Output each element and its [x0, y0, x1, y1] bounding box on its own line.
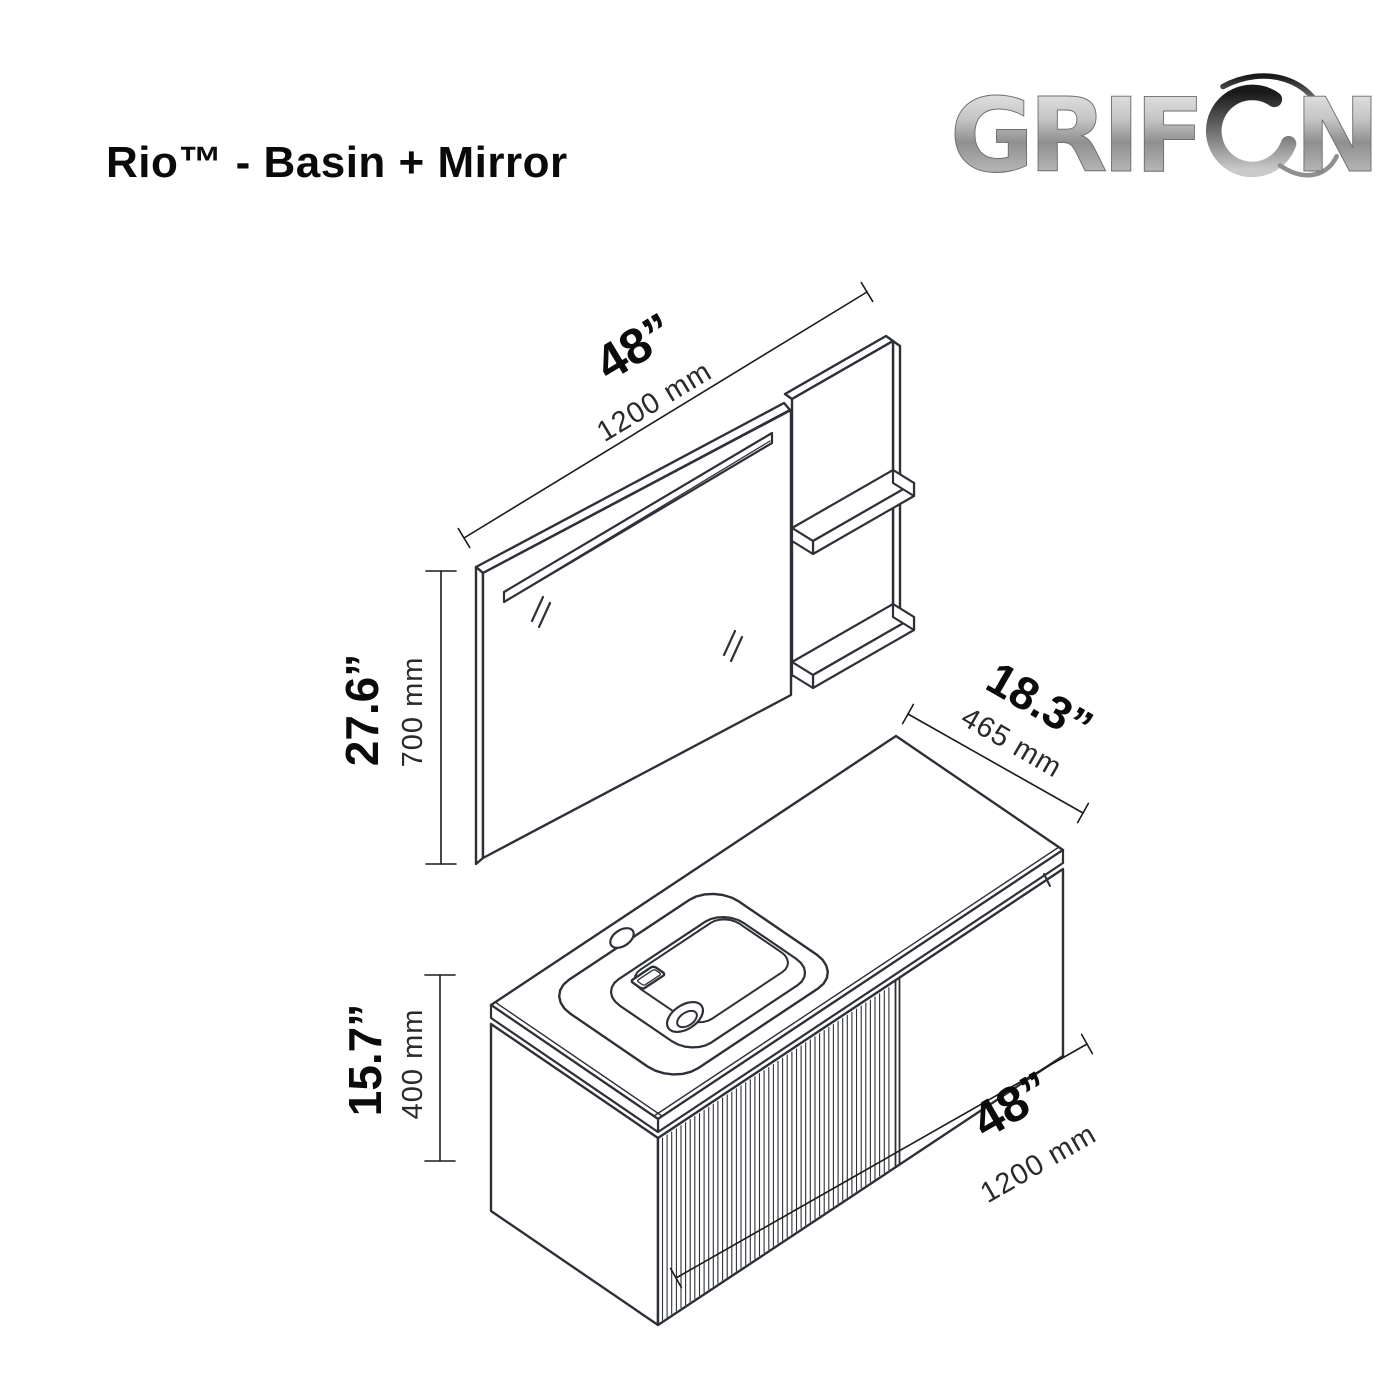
- basin: [558, 892, 829, 1076]
- overflow-slot-inner: [637, 969, 662, 986]
- faucet-hole: [609, 927, 635, 949]
- led-strip: [502, 431, 774, 604]
- brand-letters-grif: GRIF: [950, 77, 1200, 196]
- dim-cabinet-height: 15.7” 400 mm: [339, 974, 456, 1162]
- mirror-glass: [481, 408, 793, 860]
- brand-logo: GRIF N: [949, 73, 1381, 196]
- mirror-height-metric-label: 700 mm: [397, 657, 429, 768]
- basin-bowl-opening: [609, 916, 807, 1049]
- cabinet-height-metric-label: 400 mm: [397, 1009, 429, 1120]
- mirror-assembly: [474, 334, 916, 866]
- door-seam: [894, 976, 901, 1168]
- shelf: [790, 468, 916, 556]
- shelf: [790, 602, 916, 690]
- counter-slab-side: [489, 1003, 660, 1134]
- brand-letter-n: N: [1295, 77, 1381, 196]
- page-title: Rio™ - Basin + Mirror: [106, 138, 568, 187]
- logo-swirl-icon: [1205, 73, 1339, 178]
- mirror-height-inches-label: 27.6”: [336, 654, 388, 767]
- drain: [665, 1000, 705, 1034]
- countertop-edge-line: [494, 1001, 663, 1117]
- glass-shine-marks: [530, 595, 744, 663]
- countertop-edge-line: [653, 846, 1060, 1117]
- dim-mirror-height: 27.6” 700 mm: [336, 570, 457, 865]
- door-handle: [1043, 873, 1051, 887]
- vanity-cabinet: [489, 734, 1065, 1327]
- cabinet-height-inches-label: 15.7”: [339, 1004, 391, 1117]
- shelf-column: [783, 334, 916, 690]
